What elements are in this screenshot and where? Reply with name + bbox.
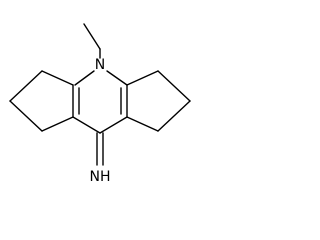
- bond-right-c7-c8b: [126, 116, 159, 132]
- bond-right-c4b-c5: [126, 70, 159, 86]
- bond-c8a-c9: [72, 116, 101, 134]
- bond-n-c4a: [74, 70, 95, 86]
- bond-right-c6-c7: [157, 100, 191, 132]
- bond-ethyl-ch2-ch3: [83, 23, 101, 50]
- atom-label-nh: NH: [90, 169, 111, 185]
- molecule-canvas: N NH: [9, 23, 191, 185]
- molecule-structure: N NH: [9, 23, 191, 185]
- bond-n-c4b: [106, 70, 128, 86]
- bond-left-c2-c8a: [41, 116, 74, 132]
- bond-left-c4-c3: [9, 70, 43, 102]
- atom-label-n: N: [95, 57, 105, 73]
- bond-right-c5-c6: [157, 70, 191, 102]
- bond-left-c4a-c4: [41, 70, 74, 86]
- bond-c8b-c9: [99, 116, 128, 134]
- bond-left-c3-c2: [9, 100, 43, 132]
